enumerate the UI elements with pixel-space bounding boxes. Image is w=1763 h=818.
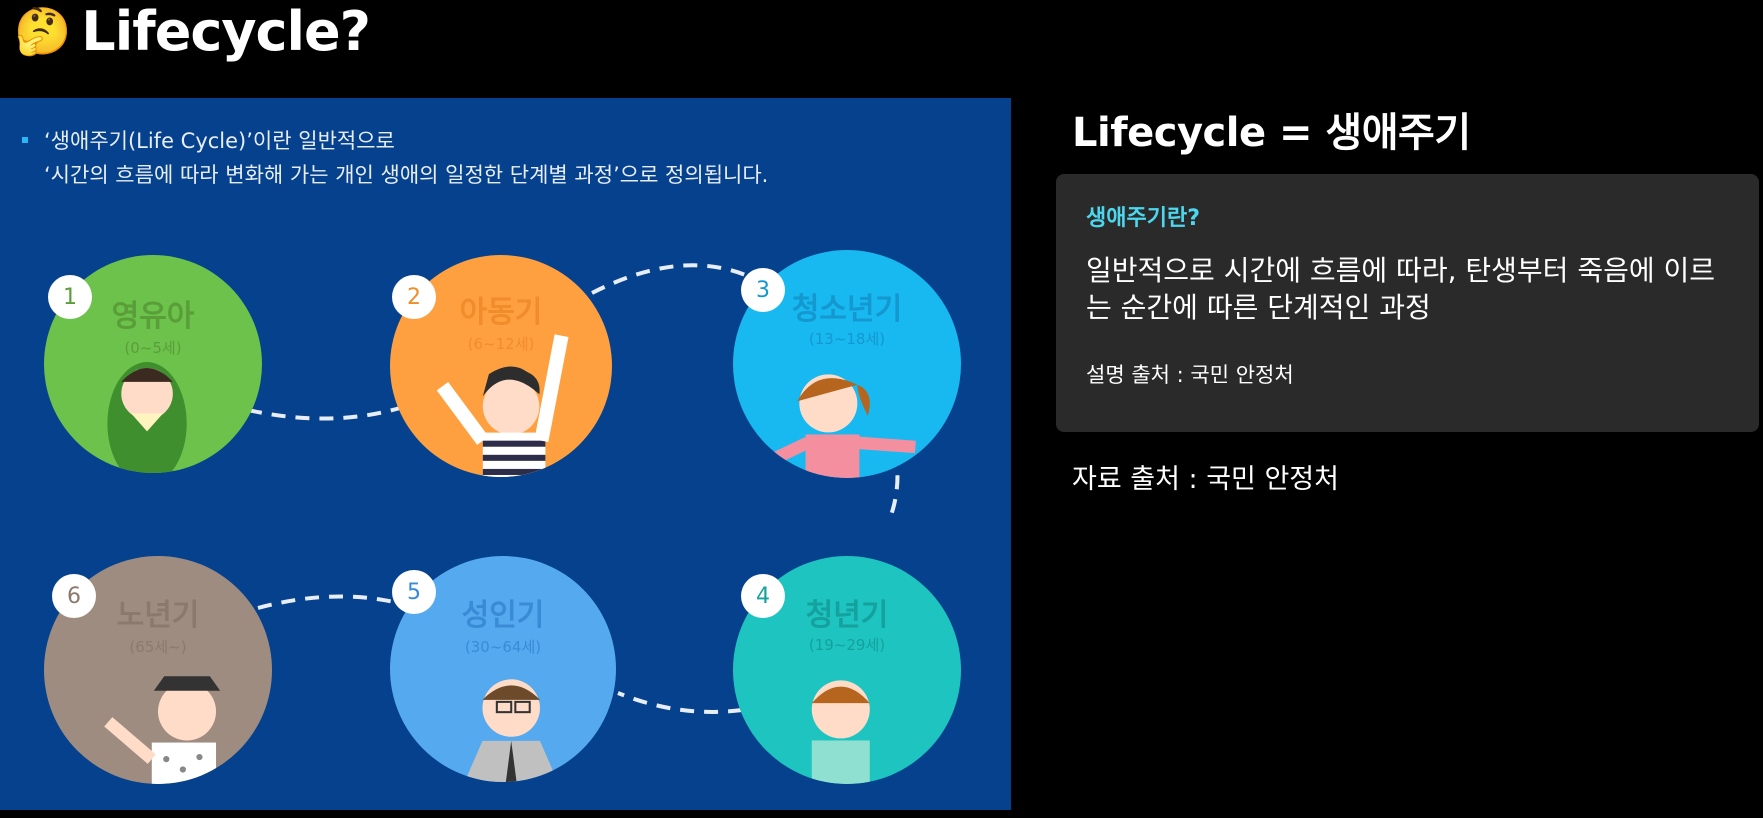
- connector-1-2: [247, 406, 401, 421]
- connector-2-3: [591, 263, 749, 295]
- stage-circle-2: 아동기 (6~12세) 2: [390, 255, 612, 477]
- stage-name: 영유아: [111, 299, 195, 334]
- thinking-face-icon: 🤔: [14, 4, 72, 58]
- stage-name: 청년기: [805, 598, 889, 633]
- stage-circle-fill: 영유아 (0~5세): [44, 255, 262, 473]
- stage-circle-4: 청년기 (19~29세) 4: [733, 556, 961, 784]
- card-body: 일반적으로 시간에 흐름에 따라, 탄생부터 죽음에 이르는 순간에 따른 단계…: [1086, 254, 1716, 324]
- lifecycle-heading: Lifecycle = 생애주기: [1072, 110, 1471, 156]
- page-title-row: 🤔 Lifecycle?: [14, 0, 371, 63]
- child-illustration: [436, 334, 569, 477]
- connector-4-5: [617, 691, 743, 714]
- stage-name: 노년기: [116, 598, 200, 633]
- page-title: Lifecycle?: [81, 0, 371, 63]
- baby-illustration: [107, 362, 187, 473]
- stage-circle-1: 영유아 (0~5세) 1: [44, 255, 262, 473]
- stage-circle-6: 노년기 (65세~) 6: [44, 556, 272, 784]
- elder-illustration: [104, 676, 221, 784]
- stage-name: 아동기: [459, 295, 543, 330]
- card-label: 생애주기란?: [1086, 206, 1200, 231]
- stage-age-range: (6~12세): [467, 335, 535, 353]
- stage-name: 성인기: [461, 598, 545, 633]
- adult-illustration: [464, 679, 558, 782]
- stage-number-badge: 6: [52, 574, 96, 618]
- stage-age-range: (65세~): [129, 638, 187, 656]
- intro-line-2: ‘시간의 흐름에 따라 변화해 가는 개인 생애의 일정한 단계별 과정’으로 …: [44, 163, 769, 187]
- definition-card: 생애주기란? 일반적으로 시간에 흐름에 따라, 탄생부터 죽음에 이르는 순간…: [1056, 174, 1759, 432]
- stage-circle-fill: 성인기 (30~64세): [390, 556, 616, 782]
- stage-age-range: (19~29세): [808, 636, 886, 654]
- stage-number-badge: 1: [48, 275, 92, 319]
- card-source: 설명 출처 : 국민 안정처: [1086, 363, 1294, 387]
- teen-illustration: [761, 374, 916, 478]
- stage-circle-5: 성인기 (30~64세) 5: [390, 556, 616, 782]
- stage-circle-fill: 청소년기 (13~18세): [733, 250, 961, 478]
- intro-line-1: ‘생애주기(Life Cycle)’이란 일반적으로: [44, 129, 395, 153]
- stage-number-badge: 2: [392, 275, 436, 319]
- stage-number-badge: 4: [741, 574, 785, 618]
- connector-5-6: [257, 594, 411, 610]
- stage-age-range: (0~5세): [124, 339, 182, 357]
- stage-circle-3: 청소년기 (13~18세) 3: [733, 250, 961, 478]
- stage-name: 청소년기: [791, 292, 903, 327]
- stage-circle-fill: 청년기 (19~29세): [733, 556, 961, 784]
- bullet-square-icon: [22, 137, 28, 143]
- stage-age-range: (13~18세): [808, 330, 886, 348]
- young-adult-illustration: [811, 680, 870, 784]
- stage-number-badge: 3: [741, 268, 785, 312]
- lifecycle-slide-image: ‘생애주기(Life Cycle)’이란 일반적으로 ‘시간의 흐름에 따라 변…: [0, 98, 1011, 810]
- stage-number-badge: 5: [392, 570, 436, 614]
- stage-circle-fill: 노년기 (65세~): [44, 556, 272, 784]
- intro-text: ‘생애주기(Life Cycle)’이란 일반적으로 ‘시간의 흐름에 따라 변…: [22, 124, 768, 192]
- data-source: 자료 출처 : 국민 안정처: [1072, 464, 1339, 495]
- stage-age-range: (30~64세): [464, 638, 542, 656]
- stage-circle-fill: 아동기 (6~12세): [390, 255, 612, 477]
